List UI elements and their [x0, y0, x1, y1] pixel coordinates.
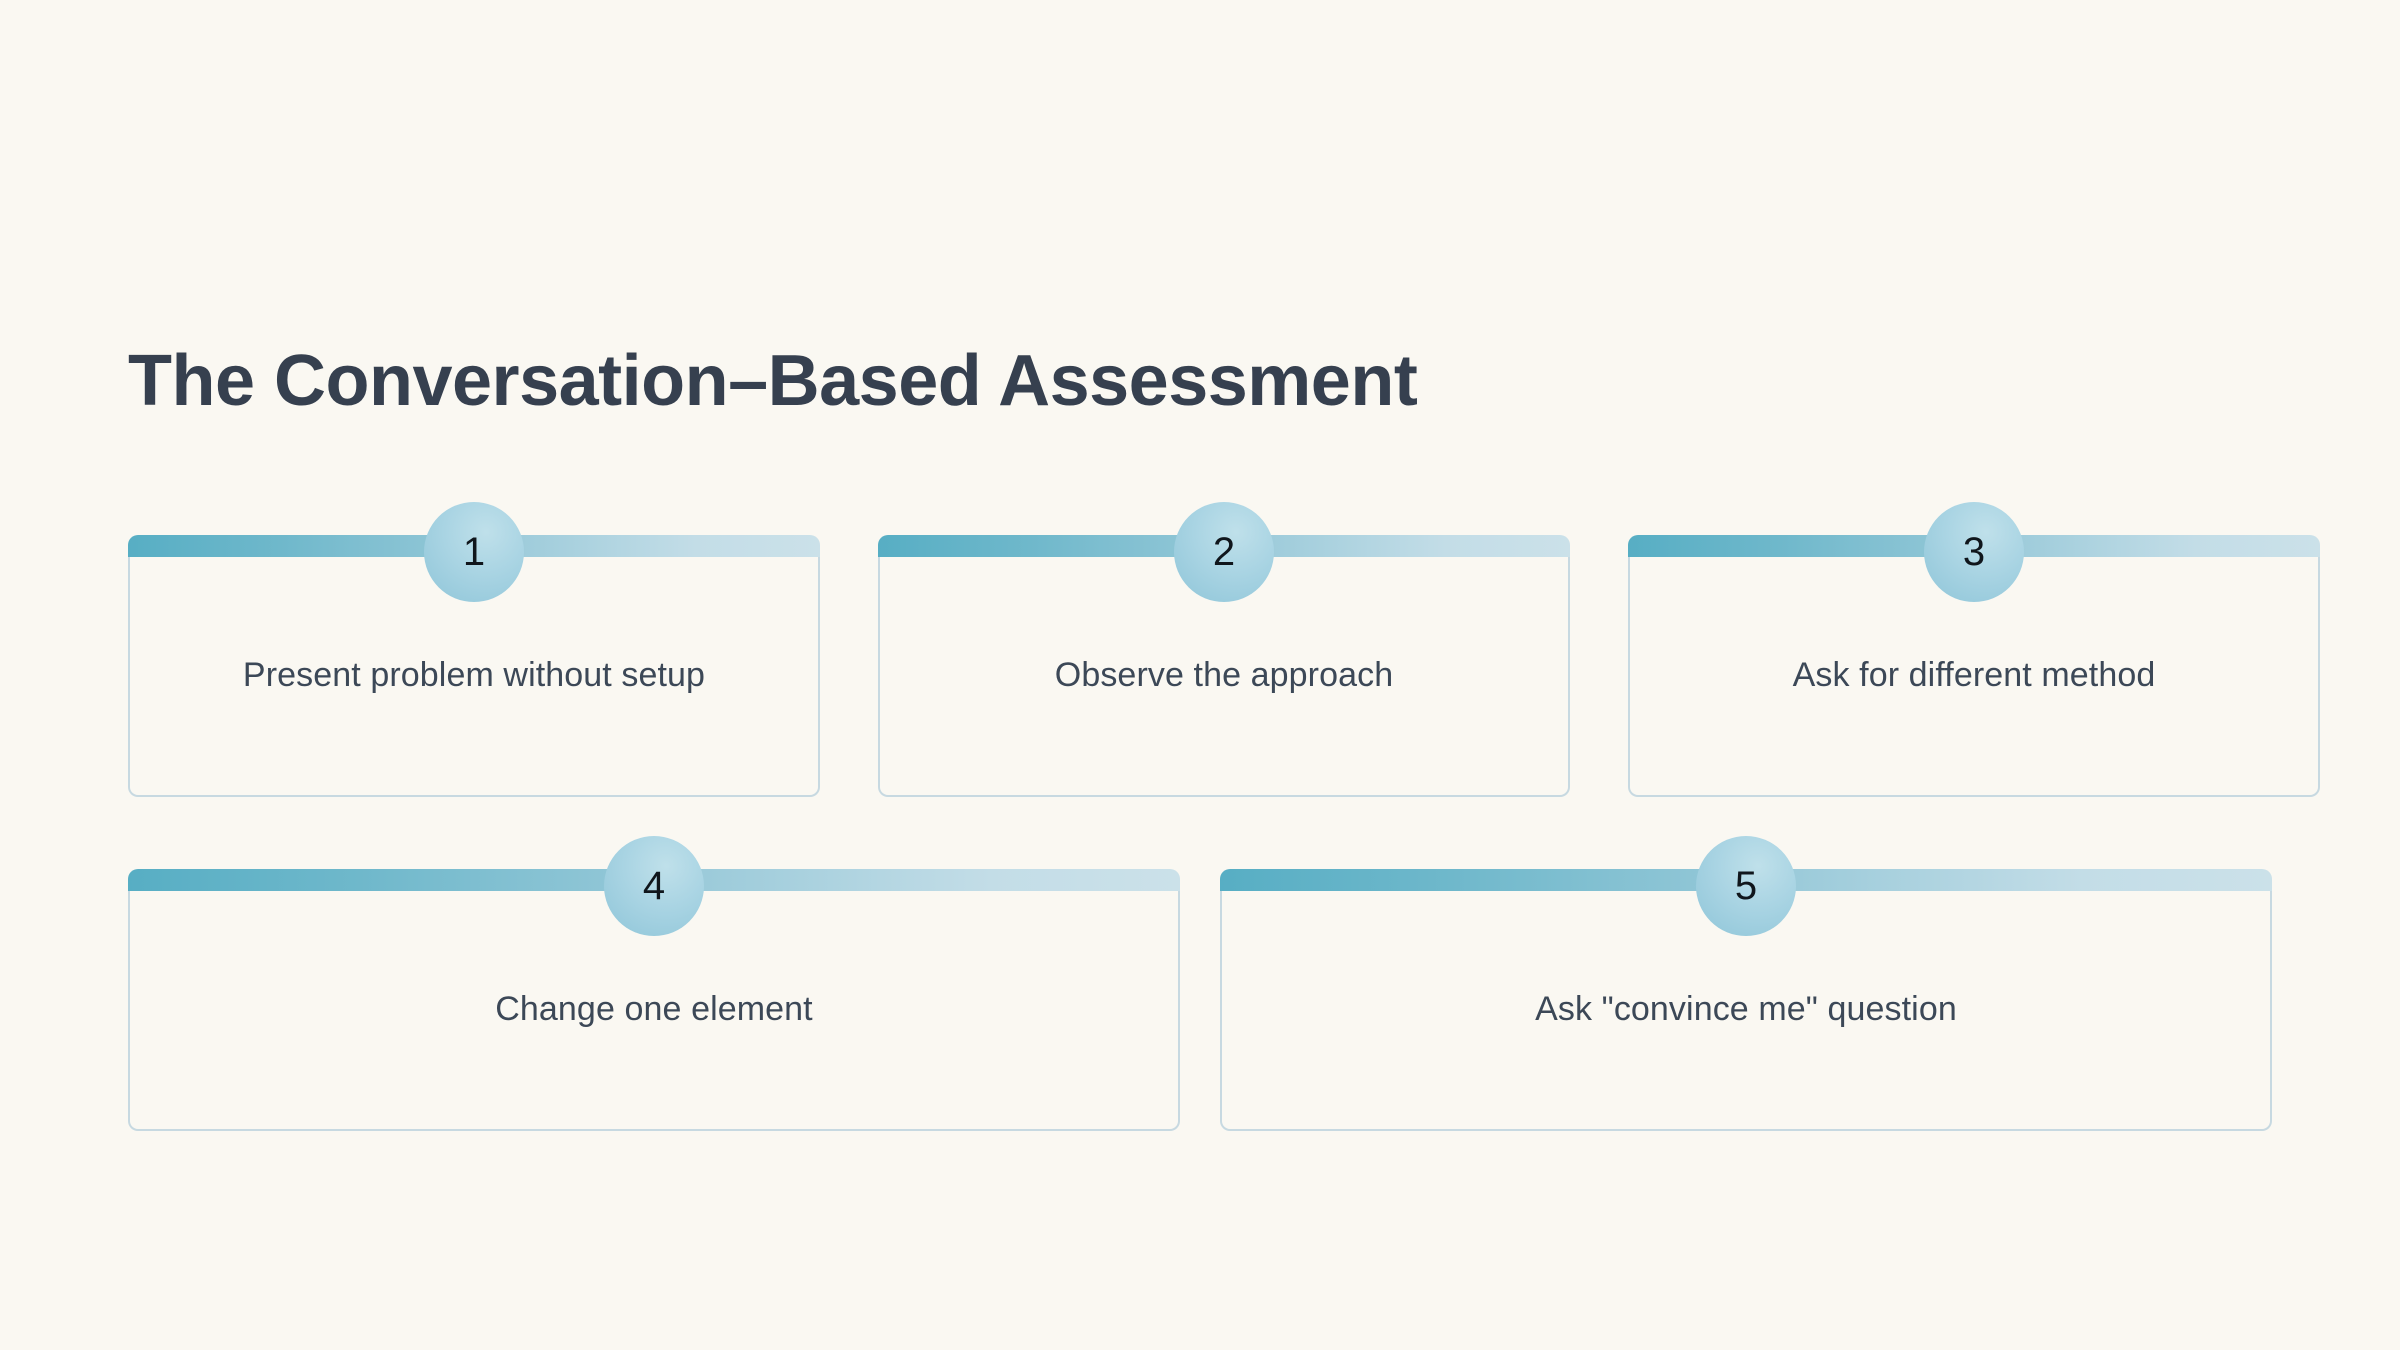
step-label-4: Change one element [495, 990, 813, 1029]
step-badge-3: 3 [1924, 502, 2024, 602]
step-card-4[interactable]: 4 Change one element [128, 836, 1180, 1131]
step-badge-2: 2 [1174, 502, 1274, 602]
steps-row-1: 1 Present problem without setup 2 Observ… [128, 502, 2320, 797]
step-card-2[interactable]: 2 Observe the approach [878, 502, 1570, 797]
step-number-3: 3 [1962, 530, 1986, 574]
step-number-4: 4 [642, 864, 666, 908]
step-label-3: Ask for different method [1792, 656, 2156, 695]
step-card-5[interactable]: 5 Ask "convince me" question [1220, 836, 2272, 1131]
step-badge-1: 1 [424, 502, 524, 602]
steps-row-2: 4 Change one element 5 Ask "convince me"… [128, 836, 2320, 1131]
step-number-2: 2 [1212, 530, 1236, 574]
step-card-3[interactable]: 3 Ask for different method [1628, 502, 2320, 797]
step-label-5: Ask "convince me" question [1535, 990, 1957, 1029]
step-number-5: 5 [1734, 864, 1758, 908]
page-title: The Conversation–Based Assessment [128, 341, 1418, 422]
step-card-1[interactable]: 1 Present problem without setup [128, 502, 820, 797]
step-badge-4: 4 [604, 836, 704, 936]
step-number-1: 1 [462, 530, 486, 574]
step-label-2: Observe the approach [1054, 656, 1394, 695]
step-label-1: Present problem without setup [242, 656, 706, 695]
step-badge-5: 5 [1696, 836, 1796, 936]
